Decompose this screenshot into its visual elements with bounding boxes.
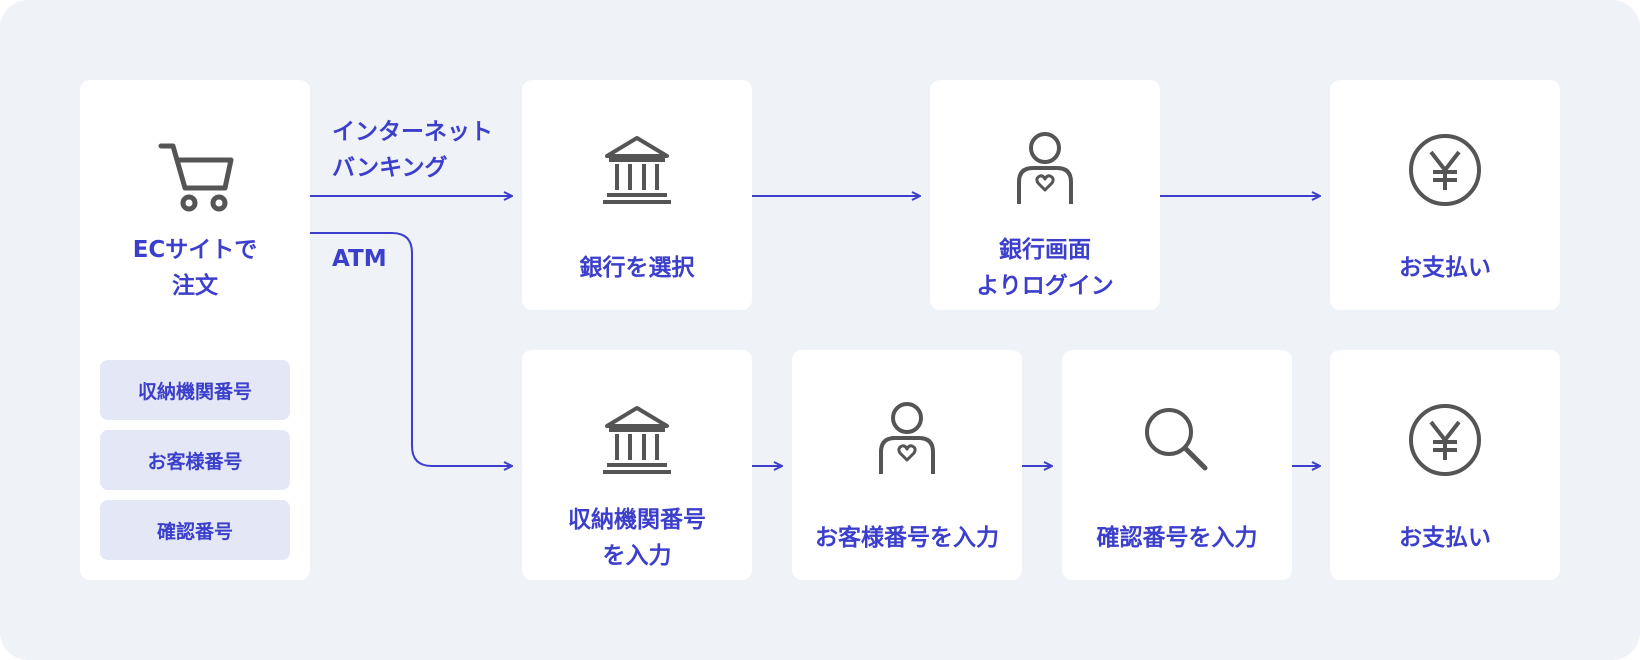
step-enter-customer-number: お客様番号を入力	[792, 350, 1022, 580]
route-label-internet-banking: インターネット バンキング	[332, 114, 493, 186]
shopping-cart-icon	[80, 138, 310, 218]
step-payment-atm: お支払い	[1330, 350, 1560, 580]
chip-confirmation-number: 確認番号	[100, 500, 290, 560]
chip-agency-number: 収納機関番号	[100, 360, 290, 420]
ec-order-card: ECサイトで 注文 収納機関番号 お客様番号 確認番号	[80, 80, 310, 580]
search-icon	[1062, 402, 1292, 478]
step-select-bank-label: 銀行を選択	[579, 255, 695, 281]
route-label-internet-line2: バンキング	[332, 155, 448, 181]
bank-icon	[522, 402, 752, 478]
ec-order-label-line1: ECサイトで	[132, 237, 258, 263]
step-enter-customer-number-label: お客様番号を入力	[815, 525, 999, 551]
step-payment-atm-label: お支払い	[1399, 525, 1491, 551]
arrow-atm-to-agency	[310, 232, 512, 466]
step-bank-login-line2: よりログイン	[976, 273, 1114, 299]
yen-icon	[1330, 402, 1560, 478]
step-select-bank: 銀行を選択	[522, 80, 752, 310]
ec-order-label-line2: 注文	[172, 273, 218, 299]
route-label-atm: ATM	[332, 246, 387, 272]
step-bank-login-line1: 銀行画面	[999, 237, 1091, 263]
person-heart-icon	[792, 402, 1022, 478]
step-enter-agency-line1: 収納機関番号	[568, 507, 706, 533]
yen-icon	[1330, 132, 1560, 208]
ec-order-label: ECサイトで 注文	[80, 232, 310, 304]
step-enter-agency-number-label: 収納機関番号 を入力	[530, 502, 744, 574]
route-label-internet-line1: インターネット	[332, 119, 493, 145]
step-bank-login-label: 銀行画面 よりログイン	[938, 232, 1152, 304]
bank-icon	[522, 132, 752, 208]
step-enter-agency-number: 収納機関番号 を入力	[522, 350, 752, 580]
step-enter-agency-line2: を入力	[602, 543, 672, 569]
step-payment-internet: お支払い	[1330, 80, 1560, 310]
step-bank-login: 銀行画面 よりログイン	[930, 80, 1160, 310]
step-enter-confirmation-number-label: 確認番号を入力	[1096, 525, 1258, 551]
step-enter-confirmation-number: 確認番号を入力	[1062, 350, 1292, 580]
chip-customer-number: お客様番号	[100, 430, 290, 490]
step-payment-internet-label: お支払い	[1399, 255, 1491, 281]
person-heart-icon	[930, 132, 1160, 208]
